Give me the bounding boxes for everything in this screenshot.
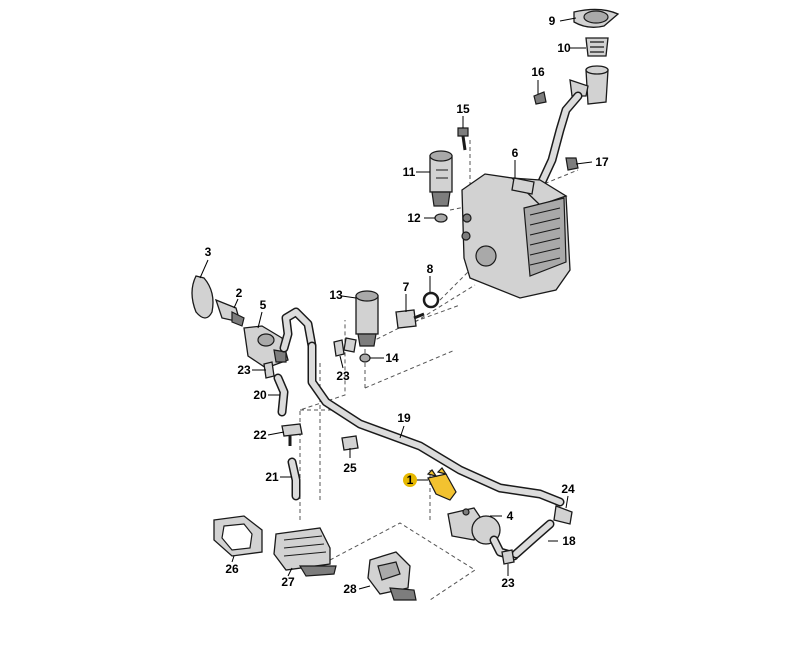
part-6-washer-reservoir bbox=[461, 173, 571, 299]
callout-25[interactable]: 25 bbox=[343, 461, 357, 475]
part-5-nozzle-holder bbox=[243, 325, 289, 369]
part-9-filler-cap bbox=[573, 8, 620, 28]
part-20-hose bbox=[273, 373, 289, 417]
callout-27[interactable]: 27 bbox=[281, 575, 295, 589]
callout-21[interactable]: 21 bbox=[265, 470, 279, 484]
part-17-nut bbox=[565, 157, 579, 171]
callout-26[interactable]: 26 bbox=[225, 562, 239, 576]
callout-15[interactable]: 15 bbox=[456, 102, 470, 116]
part-2-nozzle bbox=[214, 298, 245, 327]
callout-labels: 1 2 3 4 5 6 7 8 9 10 11 12 13 14 15 16 1… bbox=[205, 14, 609, 596]
part-28-holder bbox=[367, 551, 417, 601]
part-27-connector-housing bbox=[273, 527, 337, 577]
callout-22[interactable]: 22 bbox=[253, 428, 267, 442]
callout-28[interactable]: 28 bbox=[343, 582, 357, 596]
part-12-grommet bbox=[434, 213, 448, 223]
part-26-bracket bbox=[213, 515, 263, 557]
part-23-elbow-right bbox=[501, 549, 515, 565]
callout-9[interactable]: 9 bbox=[549, 14, 556, 28]
part-15-screw bbox=[457, 127, 469, 151]
part-22-connector bbox=[281, 423, 303, 446]
callout-12[interactable]: 12 bbox=[407, 211, 421, 225]
part-23-elbow-left bbox=[263, 361, 275, 379]
callout-3[interactable]: 3 bbox=[205, 245, 212, 259]
callout-17[interactable]: 17 bbox=[595, 155, 609, 169]
part-19-hose bbox=[307, 341, 565, 507]
part-13-pump bbox=[343, 290, 379, 353]
part-7-level-sensor bbox=[395, 309, 425, 329]
part-1-connector bbox=[426, 467, 457, 501]
callout-23-right[interactable]: 23 bbox=[501, 576, 515, 590]
callout-14[interactable]: 14 bbox=[385, 351, 399, 365]
callout-1-highlight-circle bbox=[403, 473, 417, 487]
part-18-hose bbox=[511, 519, 555, 559]
callout-4[interactable]: 4 bbox=[507, 509, 514, 523]
callout-13[interactable]: 13 bbox=[329, 288, 343, 302]
callout-23-middle[interactable]: 23 bbox=[336, 369, 350, 383]
part-11-washer-pump bbox=[429, 150, 453, 207]
callout-7[interactable]: 7 bbox=[403, 280, 410, 294]
part-8-seal bbox=[422, 291, 440, 309]
callout-16[interactable]: 16 bbox=[531, 65, 545, 79]
callout-8[interactable]: 8 bbox=[427, 262, 434, 276]
part-10-strainer bbox=[585, 37, 609, 57]
part-23-elbow-middle bbox=[333, 339, 345, 357]
part-24-connector bbox=[553, 505, 573, 525]
callout-1[interactable]: 1 bbox=[407, 473, 414, 487]
callout-2[interactable]: 2 bbox=[236, 286, 243, 300]
part-4-pump bbox=[447, 507, 519, 561]
callout-24[interactable]: 24 bbox=[561, 482, 575, 496]
part-filler-neck bbox=[533, 65, 609, 191]
callout-11[interactable]: 11 bbox=[403, 165, 416, 179]
hose-5 bbox=[279, 307, 317, 353]
leader-lines bbox=[199, 17, 593, 590]
part-21-hose bbox=[287, 457, 301, 501]
callout-23-left[interactable]: 23 bbox=[237, 363, 251, 377]
part-14-grommet bbox=[359, 353, 371, 363]
part-3-cover bbox=[191, 275, 214, 319]
callout-10[interactable]: 10 bbox=[557, 41, 571, 55]
callout-18[interactable]: 18 bbox=[562, 534, 576, 548]
callout-5[interactable]: 5 bbox=[260, 298, 267, 312]
callout-19[interactable]: 19 bbox=[397, 411, 411, 425]
callout-6[interactable]: 6 bbox=[512, 146, 519, 160]
callout-20[interactable]: 20 bbox=[253, 388, 267, 402]
part-25-clip bbox=[341, 435, 359, 451]
